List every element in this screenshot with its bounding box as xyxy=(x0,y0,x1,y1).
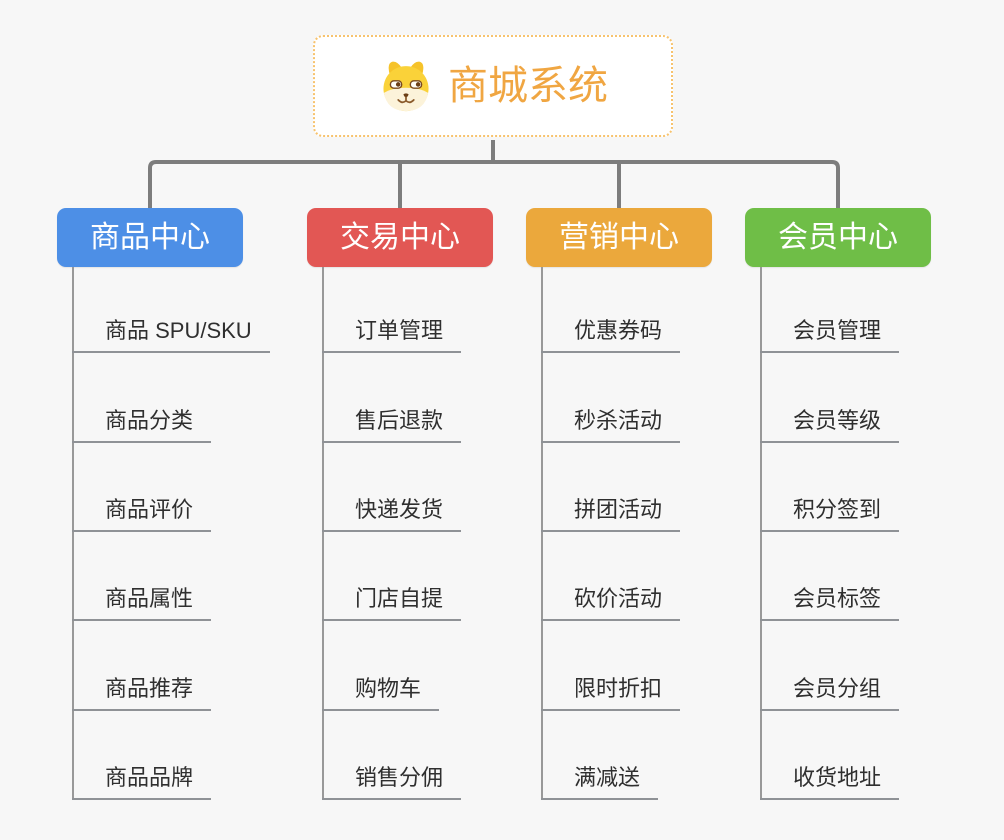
child-node[interactable]: 商品推荐 xyxy=(72,674,212,711)
branch-children-line xyxy=(760,267,762,800)
child-node[interactable]: 商品分类 xyxy=(72,406,212,443)
child-node[interactable]: 优惠券码 xyxy=(541,316,681,353)
child-node[interactable]: 满减送 xyxy=(541,763,659,800)
child-node[interactable]: 销售分佣 xyxy=(322,763,462,800)
branch-node-4[interactable]: 会员中心 xyxy=(745,208,931,267)
branch-node-3[interactable]: 营销中心 xyxy=(526,208,712,267)
child-node[interactable]: 订单管理 xyxy=(322,316,462,353)
child-node[interactable]: 积分签到 xyxy=(760,495,900,532)
child-node[interactable]: 会员分组 xyxy=(760,674,900,711)
child-node[interactable]: 会员等级 xyxy=(760,406,900,443)
child-node[interactable]: 收货地址 xyxy=(760,763,900,800)
root-title: 商城系统 xyxy=(448,64,608,108)
child-node[interactable]: 限时折扣 xyxy=(541,674,681,711)
branch-children-line xyxy=(541,267,543,800)
child-node[interactable]: 砍价活动 xyxy=(541,584,681,621)
dog-face-icon xyxy=(378,60,434,112)
branch-children-line xyxy=(72,267,74,800)
child-node[interactable]: 商品 SPU/SKU xyxy=(72,316,270,353)
child-node[interactable]: 购物车 xyxy=(322,674,440,711)
child-node[interactable]: 商品评价 xyxy=(72,495,212,532)
root-node[interactable]: 商城系统 xyxy=(313,35,673,137)
child-node[interactable]: 商品属性 xyxy=(72,584,212,621)
child-node[interactable]: 会员标签 xyxy=(760,584,900,621)
child-node[interactable]: 快递发货 xyxy=(322,495,462,532)
branch-node-1[interactable]: 商品中心 xyxy=(57,208,243,267)
child-node[interactable]: 商品品牌 xyxy=(72,763,212,800)
child-node[interactable]: 秒杀活动 xyxy=(541,406,681,443)
child-node[interactable]: 售后退款 xyxy=(322,406,462,443)
branch-children-line xyxy=(322,267,324,800)
child-node[interactable]: 会员管理 xyxy=(760,316,900,353)
child-node[interactable]: 门店自提 xyxy=(322,584,462,621)
branch-node-2[interactable]: 交易中心 xyxy=(307,208,493,267)
child-node[interactable]: 拼团活动 xyxy=(541,495,681,532)
